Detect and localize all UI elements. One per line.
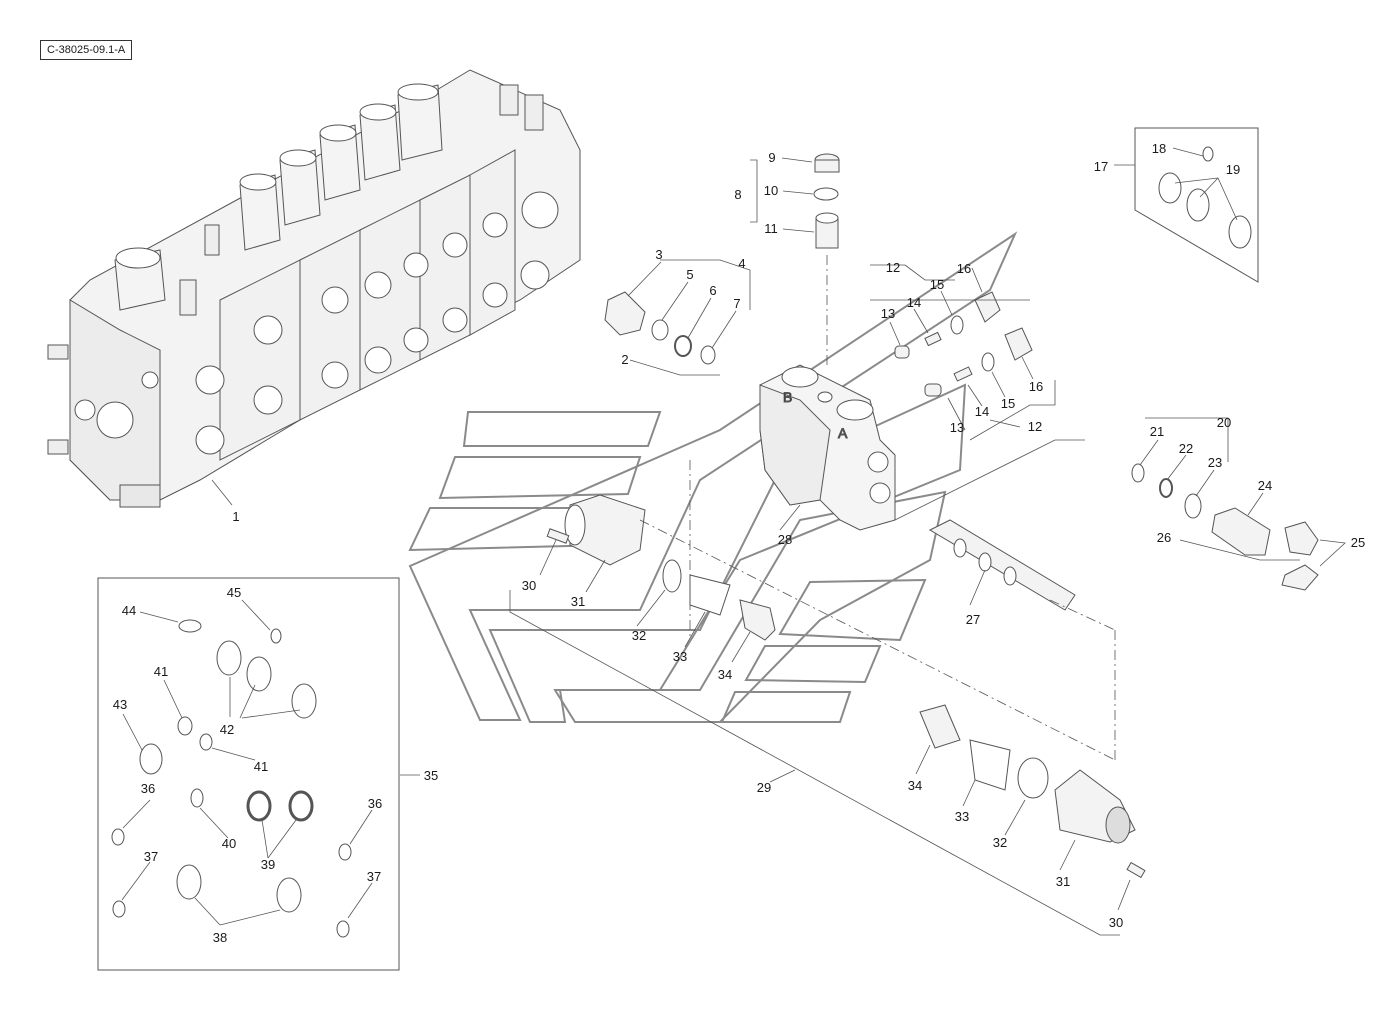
callout-15-upper: 15 <box>930 277 944 292</box>
callout-13-lower: 13 <box>950 420 964 435</box>
callout-10: 10 <box>764 183 778 198</box>
callout-18: 18 <box>1152 141 1166 156</box>
callout-37-right: 37 <box>367 869 381 884</box>
callout-29: 29 <box>757 780 771 795</box>
background-band-shapes <box>408 231 1018 723</box>
control-valve-assembly <box>47 69 581 508</box>
callout-14-lower: 14 <box>975 404 989 419</box>
callout-32-right: 32 <box>993 835 1007 850</box>
callout-33-left: 33 <box>673 649 687 664</box>
spool-27 <box>928 519 1076 611</box>
callout-5: 5 <box>686 267 693 282</box>
callout-19: 19 <box>1226 162 1240 177</box>
callout-labels: 1 2 3 4 5 6 7 8 9 10 11 12 12 13 13 14 1… <box>113 141 1365 945</box>
end-cap-right <box>919 704 1146 879</box>
callout-31-left: 31 <box>571 594 585 609</box>
callout-36-right: 36 <box>368 796 382 811</box>
callout-12-upper: 12 <box>886 260 900 275</box>
seal-kit-box <box>97 577 400 971</box>
callout-31-right: 31 <box>1056 874 1070 889</box>
callout-1: 1 <box>232 509 239 524</box>
callout-27: 27 <box>966 612 980 627</box>
callout-26: 26 <box>1157 530 1171 545</box>
valve-section-body: B A <box>759 364 896 531</box>
callout-7: 7 <box>733 296 740 311</box>
callout-22: 22 <box>1179 441 1193 456</box>
callout-43: 43 <box>113 697 127 712</box>
callout-30-right: 30 <box>1109 915 1123 930</box>
callout-6: 6 <box>709 283 716 298</box>
callout-41-lower: 41 <box>254 759 268 774</box>
callout-15-lower: 15 <box>1001 396 1015 411</box>
callout-34-right: 34 <box>908 778 922 793</box>
parts-9-11 <box>813 153 840 249</box>
callout-41-upper: 41 <box>154 664 168 679</box>
callout-21: 21 <box>1150 424 1164 439</box>
parts-12-16 <box>894 291 1033 397</box>
callout-9: 9 <box>768 150 775 165</box>
callout-24: 24 <box>1258 478 1272 493</box>
callout-17: 17 <box>1094 159 1108 174</box>
callout-42: 42 <box>220 722 234 737</box>
end-cap-left <box>546 494 776 641</box>
callout-33-right: 33 <box>955 809 969 824</box>
callout-25: 25 <box>1351 535 1365 550</box>
callout-45: 45 <box>227 585 241 600</box>
callout-28: 28 <box>778 532 792 547</box>
callout-36-left: 36 <box>141 781 155 796</box>
callout-12-lower: 12 <box>1028 419 1042 434</box>
callout-44: 44 <box>122 603 136 618</box>
svg-text:B: B <box>783 389 792 405</box>
parts-20-26 <box>1131 463 1319 591</box>
figure-id-label: C-38025-09.1-A <box>40 40 133 60</box>
callout-35: 35 <box>424 768 438 783</box>
callout-32-left: 32 <box>632 628 646 643</box>
callout-16-lower: 16 <box>1029 379 1043 394</box>
callout-23: 23 <box>1208 455 1222 470</box>
callout-39: 39 <box>261 857 275 872</box>
callout-30-left: 30 <box>522 578 536 593</box>
callout-3: 3 <box>655 247 662 262</box>
callout-37-left: 37 <box>144 849 158 864</box>
callout-4: 4 <box>738 256 745 271</box>
callout-40: 40 <box>222 836 236 851</box>
callout-16-upper: 16 <box>957 261 971 276</box>
callout-20: 20 <box>1217 415 1231 430</box>
svg-text:A: A <box>838 425 848 441</box>
callout-2: 2 <box>621 352 628 367</box>
callout-38: 38 <box>213 930 227 945</box>
callout-11: 11 <box>764 221 778 236</box>
parts-2-7 <box>604 291 716 365</box>
callout-14-upper: 14 <box>907 295 921 310</box>
callout-34-left: 34 <box>718 667 732 682</box>
parts-17-19-kit <box>1134 127 1259 283</box>
callout-8: 8 <box>734 187 741 202</box>
callout-13-upper: 13 <box>881 306 895 321</box>
leader-lines <box>121 147 1346 936</box>
